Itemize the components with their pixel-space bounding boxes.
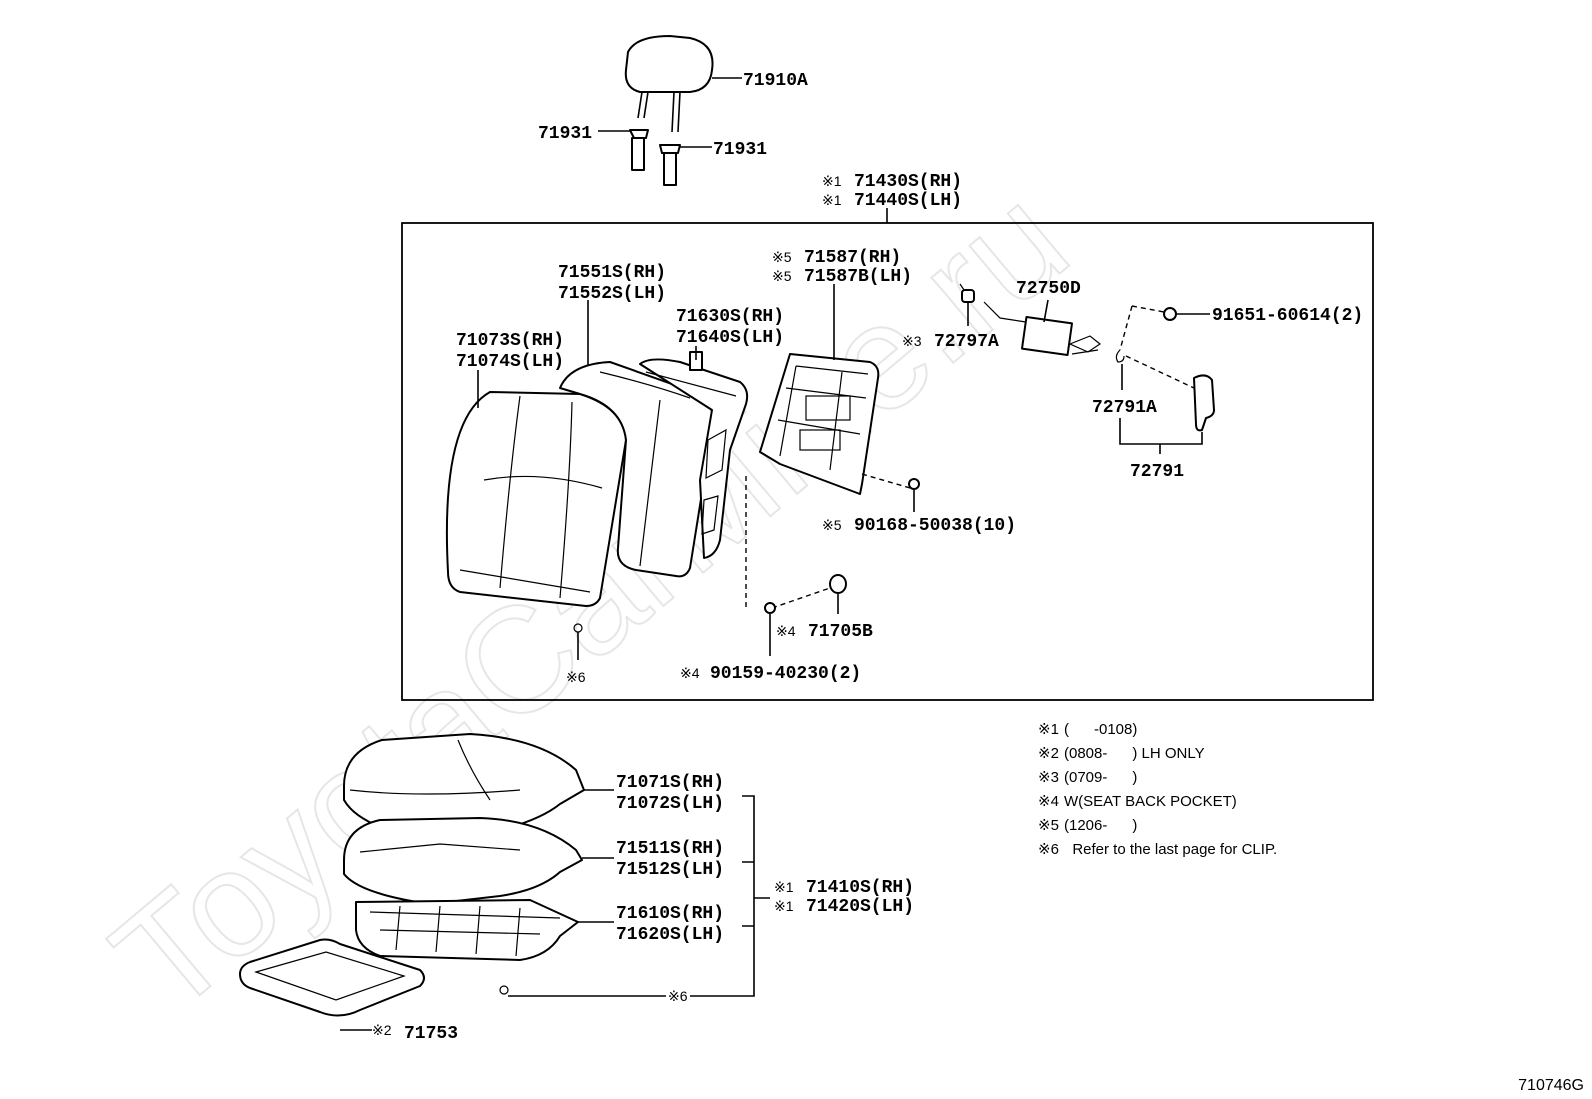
mark-board-rh: ※5 <box>772 249 792 265</box>
note-4-text: W(SEAT BACK POCKET) <box>1064 793 1237 810</box>
label-71430S: 71430S(RH) <box>854 172 962 192</box>
label-71420S: 71420S(LH) <box>806 897 914 917</box>
tray-drawing <box>239 938 425 1017</box>
bracket-cushion-assy <box>690 795 770 997</box>
leader-screw-dash-b <box>1119 305 1133 351</box>
label-71587: 71587(RH) <box>804 248 901 268</box>
label-clip-back: ※6 <box>566 669 586 685</box>
seat-back-board-drawing <box>759 353 880 495</box>
label-72797A: 72797A <box>934 332 999 352</box>
mark-hook-screw: ※4 <box>680 665 700 681</box>
label-72750D: 72750D <box>1016 279 1081 299</box>
label-71073S: 71073S(RH) <box>456 331 564 351</box>
label-71587B: 71587B(LH) <box>804 267 912 287</box>
mark-cush-assy-lh: ※1 <box>774 898 794 914</box>
note-6-text: Refer to the last page for CLIP. <box>1064 841 1277 858</box>
note-3-mark: ※3 <box>1038 769 1059 786</box>
lumbar-support-drawing <box>983 301 1102 357</box>
label-71410S: 71410S(RH) <box>806 878 914 898</box>
screw-91651-icon <box>1163 307 1177 321</box>
note-3-text: (0709- ) <box>1064 769 1137 786</box>
leader-lumbar <box>1043 299 1049 323</box>
diagram-code: 710746G <box>1518 1077 1584 1094</box>
label-72791: 72791 <box>1130 462 1184 482</box>
cushion-frame-drawing <box>355 899 579 961</box>
headrest-drawing <box>624 35 714 186</box>
board-screw-icon <box>908 478 920 490</box>
label-90159: 90159-40230(2) <box>710 664 861 684</box>
handle-drawing <box>1115 349 1215 432</box>
label-91651: 91651-60614(2) <box>1212 306 1363 326</box>
label-71640S: 71640S(LH) <box>676 328 784 348</box>
seat-back-cover-drawing <box>445 391 627 607</box>
label-71931-right: 71931 <box>713 140 767 160</box>
note-2-mark: ※2 <box>1038 745 1059 762</box>
label-71931-left: 71931 <box>538 124 592 144</box>
leader-handle-dash <box>1125 355 1195 389</box>
cushion-pad-drawing <box>343 817 583 905</box>
label-71620S: 71620S(LH) <box>616 925 724 945</box>
hook-screw-icon <box>764 602 776 614</box>
mark-cush-assy-rh: ※1 <box>774 879 794 895</box>
label-71910A: 71910A <box>743 71 808 91</box>
mark-board-lh: ※5 <box>772 268 792 284</box>
mark-back-assy-rh: ※1 <box>822 173 842 189</box>
label-71551S: 71551S(RH) <box>558 263 666 283</box>
note-5-mark: ※5 <box>1038 817 1059 834</box>
label-72791A: 72791A <box>1092 398 1157 418</box>
leader-board-screw-dash <box>861 473 911 489</box>
mark-hook: ※4 <box>776 623 796 639</box>
notes-legend: ※1 ( -0108) ※2 (0808- ) LH ONLY ※3 (0709… <box>1038 721 1277 858</box>
note-4-mark: ※4 <box>1038 793 1059 810</box>
label-71552S: 71552S(LH) <box>558 284 666 304</box>
label-90168: 90168-50038(10) <box>854 516 1016 536</box>
label-71753: 71753 <box>404 1024 458 1044</box>
note-1-text: ( -0108) <box>1064 721 1137 738</box>
label-71072S: 71072S(LH) <box>616 794 724 814</box>
label-71512S: 71512S(LH) <box>616 860 724 880</box>
clip-cushion-icon <box>499 985 509 995</box>
seat-back-pad-drawing <box>559 361 714 578</box>
mark-tray: ※2 <box>372 1022 392 1038</box>
note-1-mark: ※1 <box>1038 721 1059 738</box>
leader-handle-assy <box>1119 418 1203 445</box>
note-6-mark: ※6 <box>1038 841 1059 858</box>
mark-knob: ※3 <box>902 333 922 349</box>
label-71705B: 71705B <box>808 622 873 642</box>
mark-back-assy-lh: ※1 <box>822 192 842 208</box>
hook-icon <box>829 574 847 594</box>
mark-board-screw: ※5 <box>822 517 842 533</box>
note-2-text: (0808- ) LH ONLY <box>1064 745 1205 762</box>
label-71511S: 71511S(RH) <box>616 839 724 859</box>
label-71071S: 71071S(RH) <box>616 773 724 793</box>
label-71074S: 71074S(LH) <box>456 352 564 372</box>
label-71440S: 71440S(LH) <box>854 191 962 211</box>
note-5-text: (1206- ) <box>1064 817 1137 834</box>
label-71610S: 71610S(RH) <box>616 904 724 924</box>
leader-hook-dash <box>771 587 831 609</box>
label-71630S: 71630S(RH) <box>676 307 784 327</box>
leader-screw-dash-a <box>1131 305 1165 313</box>
label-clip-cushion: ※6 <box>668 988 688 1004</box>
